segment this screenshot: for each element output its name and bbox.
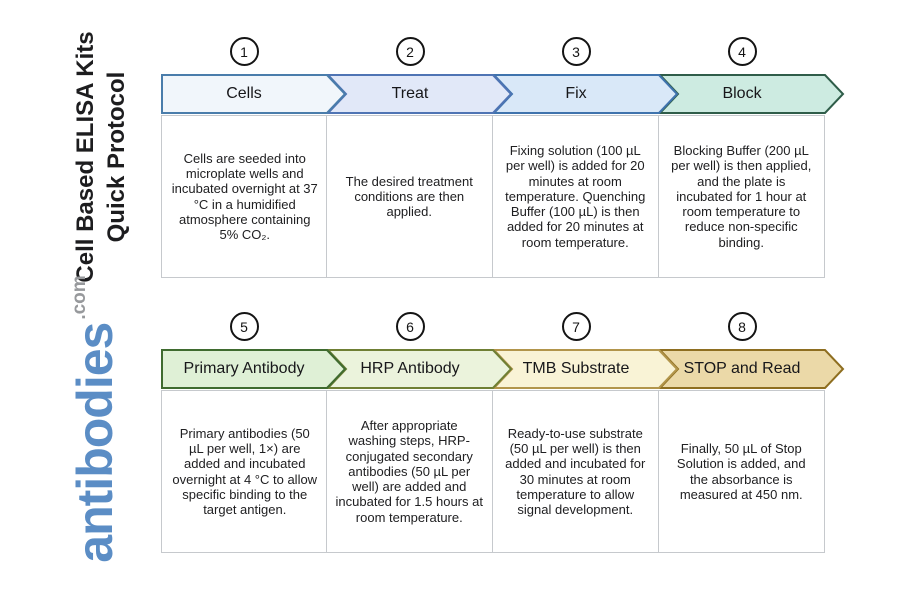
step-description: The desired treatment conditions are the… [345, 173, 473, 220]
chevron-arrow-shape [161, 349, 347, 389]
step-description: After appropriate washing steps, HRP-con… [335, 418, 483, 525]
step-number-badge: 4 [727, 37, 757, 66]
chevron-band: Primary Antibody [161, 349, 347, 389]
step-description: Cells are seeded into microplate wells a… [171, 150, 318, 242]
step-number-badge: 3 [561, 37, 591, 66]
steps-row-1: 1 Cells Cells are seeded into microplate… [161, 37, 845, 278]
step-column-6: 6 HRP Antibody After appropriate washing… [325, 312, 513, 553]
step-title: Treat [391, 85, 429, 102]
step-column-5: 5 Primary Antibody Primary antibodies (5… [161, 312, 347, 553]
step-title: Block [722, 85, 762, 102]
step-column-2: 2 Treat The desired treatment conditions… [325, 37, 513, 278]
step-column-3: 3 Fix Fixing solution (100 µL per well) … [491, 37, 679, 278]
chevron-band: Treat [325, 74, 513, 114]
step-description-box: Finally, 50 µL of Stop Solution is added… [657, 390, 825, 553]
chevron-band: HRP Antibody [325, 349, 513, 389]
step-number-badge: 5 [229, 312, 259, 341]
chevron-band: Fix [491, 74, 679, 114]
step-description: Blocking Buffer (200 µL per well) is the… [671, 143, 812, 250]
step-description: Finally, 50 µL of Stop Solution is added… [676, 441, 806, 502]
step-description-box: After appropriate washing steps, HRP-con… [325, 390, 493, 553]
step-description-box: Primary antibodies (50 µL per well, 1×) … [161, 390, 329, 553]
brand-logo-name: antibodies [67, 322, 123, 563]
step-number-badge: 8 [727, 312, 757, 341]
brand-logo: antibodies .com [60, 219, 130, 594]
step-title: Primary Antibody [183, 360, 305, 377]
step-number-badge: 6 [395, 312, 425, 341]
step-badge-wrap: 8 [659, 312, 825, 342]
step-number-badge: 7 [561, 312, 591, 341]
step-description: Fixing solution (100 µL per well) is add… [505, 143, 646, 250]
step-number-badge: 2 [395, 37, 425, 66]
steps-row-2: 5 Primary Antibody Primary antibodies (5… [161, 312, 845, 553]
step-column-1: 1 Cells Cells are seeded into microplate… [161, 37, 347, 278]
step-column-7: 7 TMB Substrate Ready-to-use substrate (… [491, 312, 679, 553]
step-description-box: Ready-to-use substrate (50 µL per well) … [491, 390, 659, 553]
step-description-box: The desired treatment conditions are the… [325, 115, 493, 278]
step-badge-wrap: 4 [659, 37, 825, 67]
step-badge-wrap: 2 [327, 37, 493, 67]
chevron-arrow-shape [161, 74, 347, 114]
step-description-box: Fixing solution (100 µL per well) is add… [491, 115, 659, 278]
chevron-band: Cells [161, 74, 347, 114]
step-title: Fix [565, 85, 587, 102]
step-title: TMB Substrate [522, 360, 630, 377]
step-column-8: 8 STOP and Read Finally, 50 µL of Stop S… [657, 312, 845, 553]
step-description-box: Cells are seeded into microplate wells a… [161, 115, 329, 278]
chevron-band: Block [657, 74, 845, 114]
step-title: STOP and Read [683, 360, 801, 377]
chevron-band: TMB Substrate [491, 349, 679, 389]
step-column-4: 4 Block Blocking Buffer (200 µL per well… [657, 37, 845, 278]
step-description: Primary antibodies (50 µL per well, 1×) … [172, 425, 318, 517]
step-badge-wrap: 3 [493, 37, 659, 67]
step-description-box: Blocking Buffer (200 µL per well) is the… [657, 115, 825, 278]
step-badge-wrap: 7 [493, 312, 659, 342]
step-description: Ready-to-use substrate (50 µL per well) … [505, 425, 646, 517]
step-title: HRP Antibody [360, 360, 460, 377]
step-number-badge: 1 [229, 37, 259, 66]
step-badge-wrap: 1 [161, 37, 327, 67]
step-badge-wrap: 6 [327, 312, 493, 342]
chevron-band: STOP and Read [657, 349, 845, 389]
brand-logo-tld: .com [69, 275, 90, 320]
step-badge-wrap: 5 [161, 312, 327, 342]
step-title: Cells [226, 85, 262, 102]
